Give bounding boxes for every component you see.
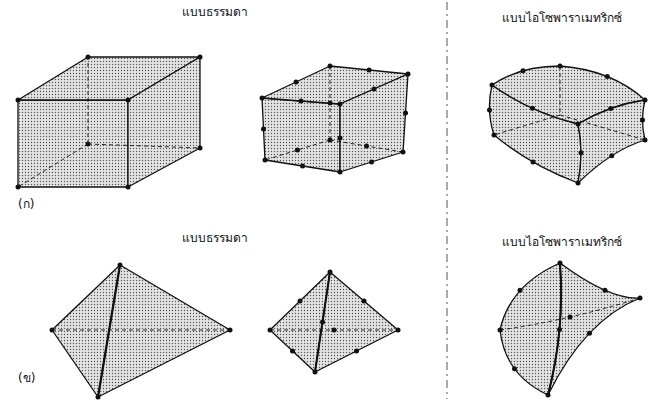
hex-face bbox=[262, 98, 340, 172]
tet-face bbox=[98, 265, 230, 397]
hidden-edge bbox=[18, 57, 200, 187]
hidden-edge bbox=[494, 66, 645, 140]
tet-edge bbox=[548, 263, 561, 395]
hidden-edge bbox=[500, 298, 640, 330]
linear-hexahedron bbox=[16, 55, 203, 190]
tet-face bbox=[548, 263, 640, 395]
quadratic-hexahedron bbox=[260, 64, 411, 175]
tet-edge bbox=[315, 272, 330, 372]
figure-tag: (ข) bbox=[16, 371, 37, 385]
hex-face bbox=[128, 57, 200, 187]
tet-edge bbox=[98, 265, 120, 397]
linear-tetrahedron bbox=[50, 263, 233, 400]
hidden-edge bbox=[52, 330, 230, 331]
column-heading: แบบธรรมดา bbox=[180, 231, 250, 245]
divider-line bbox=[447, 2, 448, 399]
hex-face bbox=[578, 100, 645, 183]
hex-face bbox=[340, 74, 408, 172]
isoparametric-tetrahedron bbox=[498, 261, 643, 398]
node-dots bbox=[498, 261, 643, 398]
node-dots bbox=[487, 64, 648, 186]
isoparametric-hexahedron bbox=[487, 64, 648, 186]
column-heading: แบบธรรมดา bbox=[180, 5, 250, 19]
column-heading: แบบไอโซพาราเมทริกซ์ bbox=[500, 11, 624, 25]
node-dots bbox=[16, 55, 203, 190]
quadratic-tetrahedron bbox=[268, 270, 401, 375]
hidden-edge bbox=[265, 66, 403, 160]
tet-face bbox=[315, 272, 398, 372]
node-dots bbox=[268, 270, 401, 375]
figure-tag: (ก) bbox=[16, 197, 36, 211]
node-dots bbox=[50, 263, 233, 400]
node-dots bbox=[260, 64, 411, 175]
column-heading: แบบไอโซพาราเมทริกซ์ bbox=[500, 235, 624, 249]
hex-face bbox=[18, 100, 128, 187]
